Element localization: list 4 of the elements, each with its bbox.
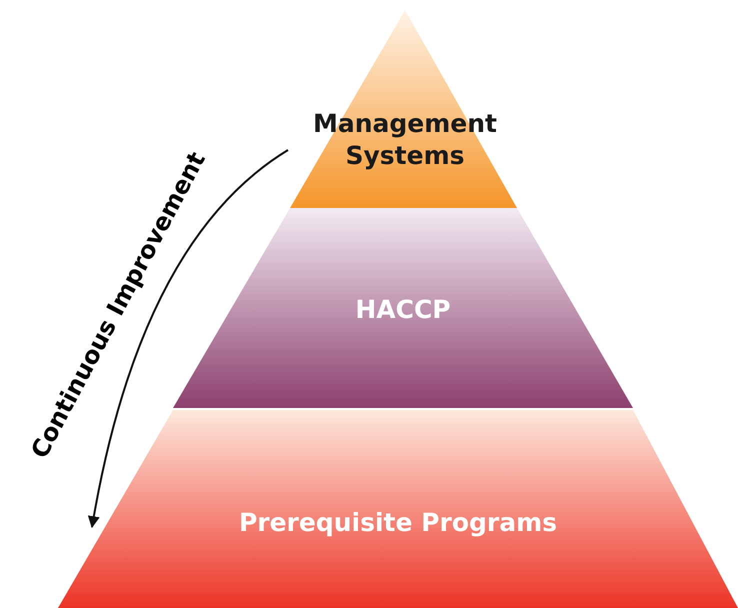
curved-arrow <box>88 149 289 528</box>
pyramid-top-tier <box>288 10 520 208</box>
tier-label: HACCP <box>354 294 452 326</box>
tier-label: Prerequisite Programs <box>238 507 558 539</box>
